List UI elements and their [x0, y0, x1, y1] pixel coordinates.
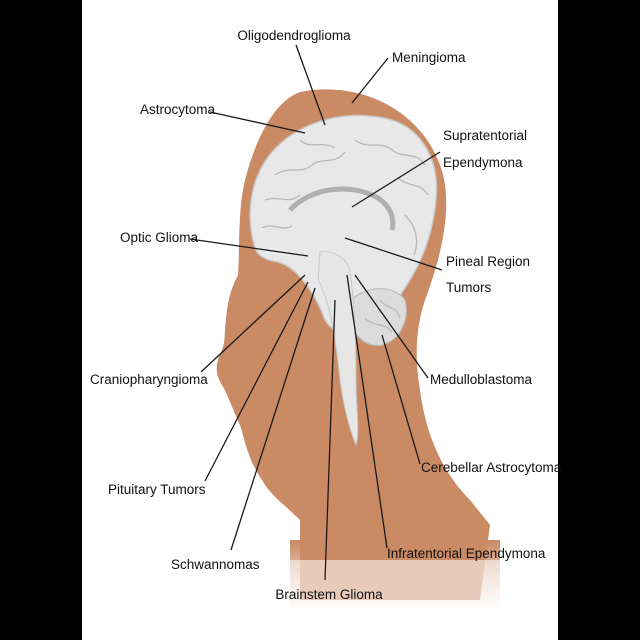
- label-supratentorial-line1: Supratentorial: [443, 128, 527, 143]
- label-astrocytoma: Astrocytoma: [140, 102, 216, 117]
- label-infratentorial-ependymona: Infratentorial Ependymona: [387, 546, 546, 561]
- label-pineal-line2: Tumors: [446, 280, 492, 295]
- neck-bottom-fade: [290, 560, 500, 610]
- leader-schwannomas: [230, 287, 316, 551]
- label-brainstem-glioma: Brainstem Glioma: [275, 587, 383, 602]
- label-schwannomas: Schwannomas: [171, 557, 260, 572]
- leader-oligodendroglioma: [295, 44, 326, 126]
- leader-optic-glioma: [189, 238, 309, 257]
- leader-pituitary: [204, 281, 309, 482]
- leader-pineal: [344, 237, 443, 271]
- label-craniopharyngioma: Craniopharyngioma: [90, 372, 208, 387]
- leader-lines: [189, 44, 443, 581]
- label-oligodendroglioma: Oligodendroglioma: [237, 28, 351, 43]
- leader-craniopharyngioma: [200, 274, 306, 373]
- letterbox-left: [0, 0, 82, 640]
- leader-astrocytoma: [209, 111, 306, 134]
- label-cerebellar-astrocytoma: Cerebellar Astrocytoma: [421, 460, 562, 475]
- label-supratentorial-line2: Ependymona: [443, 155, 523, 170]
- tumor-labels: Oligodendroglioma Meningioma Astrocytoma…: [90, 28, 562, 602]
- leader-supratentorial: [351, 151, 441, 208]
- label-pituitary-tumors: Pituitary Tumors: [108, 482, 206, 497]
- leader-infratentorial: [346, 274, 388, 549]
- brainstem: [317, 251, 359, 447]
- brain-folds: [261, 139, 429, 333]
- brain: [249, 114, 438, 447]
- leader-cerebellar-astrocytoma: [381, 334, 421, 465]
- label-meningioma: Meningioma: [392, 50, 466, 65]
- label-pineal-line1: Pineal Region: [446, 254, 530, 269]
- leader-medulloblastoma: [354, 274, 429, 379]
- corpus-callosum: [288, 186, 396, 231]
- leader-brainstem-glioma: [324, 299, 336, 581]
- label-medulloblastoma: Medulloblastoma: [430, 372, 533, 387]
- letterbox-right: [558, 0, 640, 640]
- label-optic-glioma: Optic Glioma: [120, 230, 199, 245]
- leader-meningioma: [351, 57, 389, 104]
